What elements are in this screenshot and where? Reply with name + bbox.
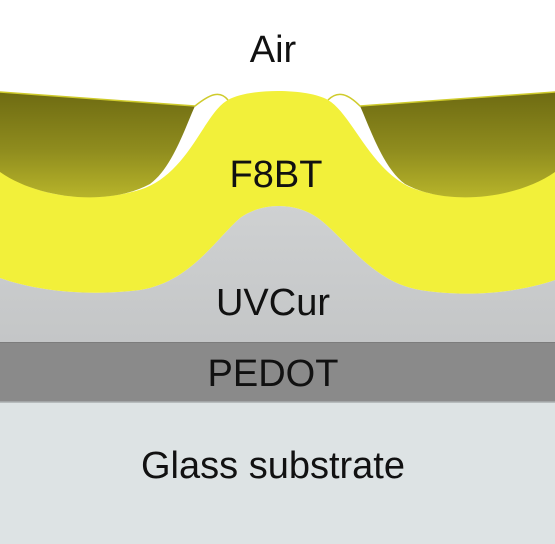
f8bt-pit-left <box>0 92 195 198</box>
glass-substrate-label: Glass substrate <box>141 445 405 487</box>
f8bt-layer <box>0 91 555 294</box>
pedot-layer <box>0 342 555 402</box>
air-label: Air <box>250 29 297 71</box>
pedot-label: PEDOT <box>208 353 339 395</box>
uvcur-layer <box>0 206 555 342</box>
f8bt-top-contour <box>0 91 555 107</box>
f8bt-pit-right <box>360 92 555 198</box>
glass-substrate-layer <box>0 402 555 544</box>
f8bt-label: F8BT <box>230 154 323 196</box>
uvcur-label: UVCur <box>216 282 330 324</box>
